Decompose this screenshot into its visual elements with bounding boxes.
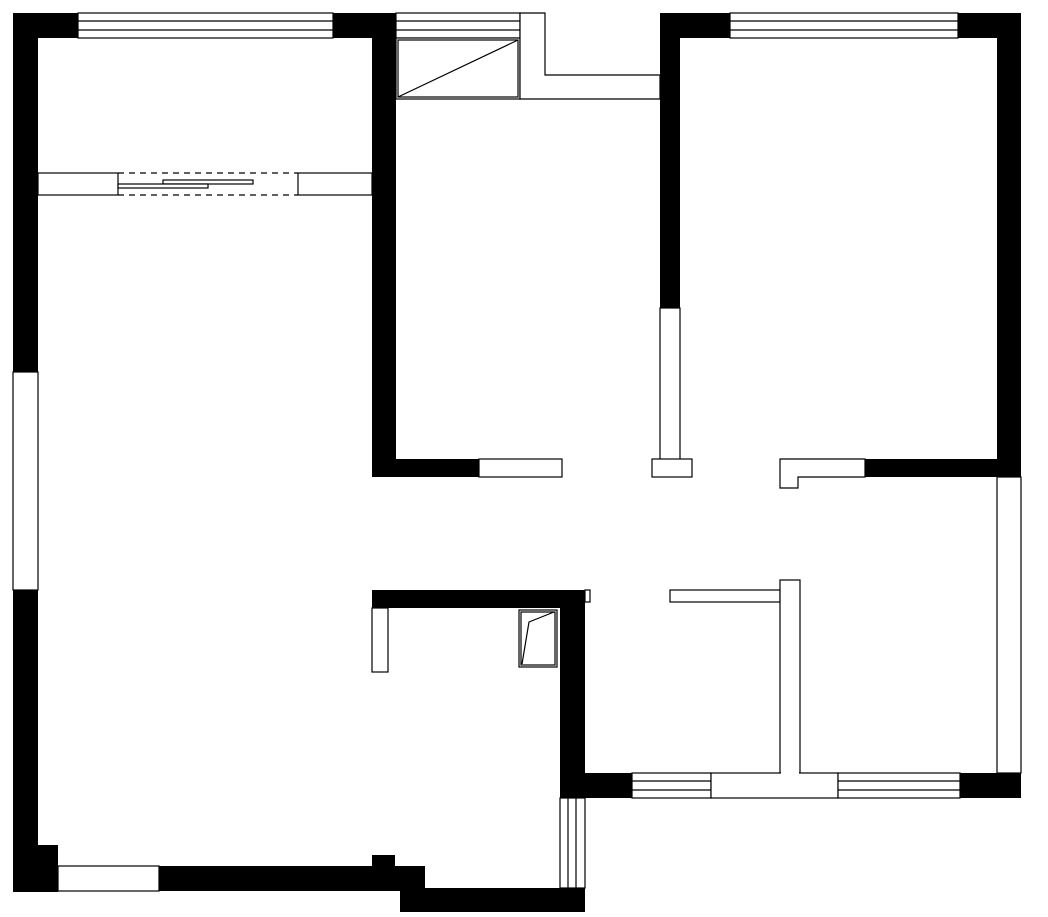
kitchen-area — [371, 589, 591, 889]
wall-kitchen-right — [560, 590, 585, 798]
sink-icon — [518, 609, 558, 668]
window-right-side — [996, 476, 1022, 774]
partition-right-inner — [659, 307, 681, 461]
wall-bottom-step — [400, 888, 585, 912]
shaft-outline — [519, 12, 661, 100]
door-stub-right — [779, 458, 866, 489]
window-bottom-left — [57, 865, 160, 892]
window-right-top — [729, 12, 959, 39]
wall-bottom-bump — [372, 855, 395, 867]
wall-corner-bottom-left — [13, 845, 58, 892]
window-bottom-1 — [631, 772, 712, 799]
wall-bottom-right-corner — [960, 773, 1021, 798]
middle-room — [372, 12, 661, 478]
wardrobe-box — [395, 37, 521, 100]
wall-bottom-right-left — [560, 773, 632, 798]
wall-bottom-step-joint — [400, 870, 425, 890]
window-middle-top — [395, 12, 521, 39]
window-bottom-2 — [837, 772, 961, 799]
bottom-right-rooms — [560, 476, 1022, 799]
left-room — [12, 12, 585, 912]
wall-middle-bottom — [372, 459, 479, 477]
column-stub-kitchen — [371, 607, 389, 673]
wall-left-upper — [13, 13, 38, 372]
door-stub-middle — [478, 458, 563, 478]
partition-horizontal — [669, 589, 781, 603]
partition-vertical — [779, 579, 801, 774]
wall-middle-left — [372, 13, 396, 477]
window-kitchen-side — [559, 797, 586, 889]
wall-right-outer — [997, 13, 1021, 477]
window-left-top — [77, 12, 334, 39]
sliding-door[interactable] — [37, 172, 373, 196]
right-room — [651, 12, 1021, 489]
column-stub — [651, 458, 693, 478]
wall-right-inner — [660, 13, 680, 308]
wall-left-lower — [13, 590, 38, 892]
wall-kitchen-top — [372, 590, 585, 608]
wall-bottom — [159, 866, 425, 891]
wall-kitchen-top-end — [584, 589, 591, 603]
window-left-side — [12, 371, 39, 591]
wall-right-bottom — [865, 459, 1021, 477]
wall-bottom-right-mid — [710, 772, 839, 799]
